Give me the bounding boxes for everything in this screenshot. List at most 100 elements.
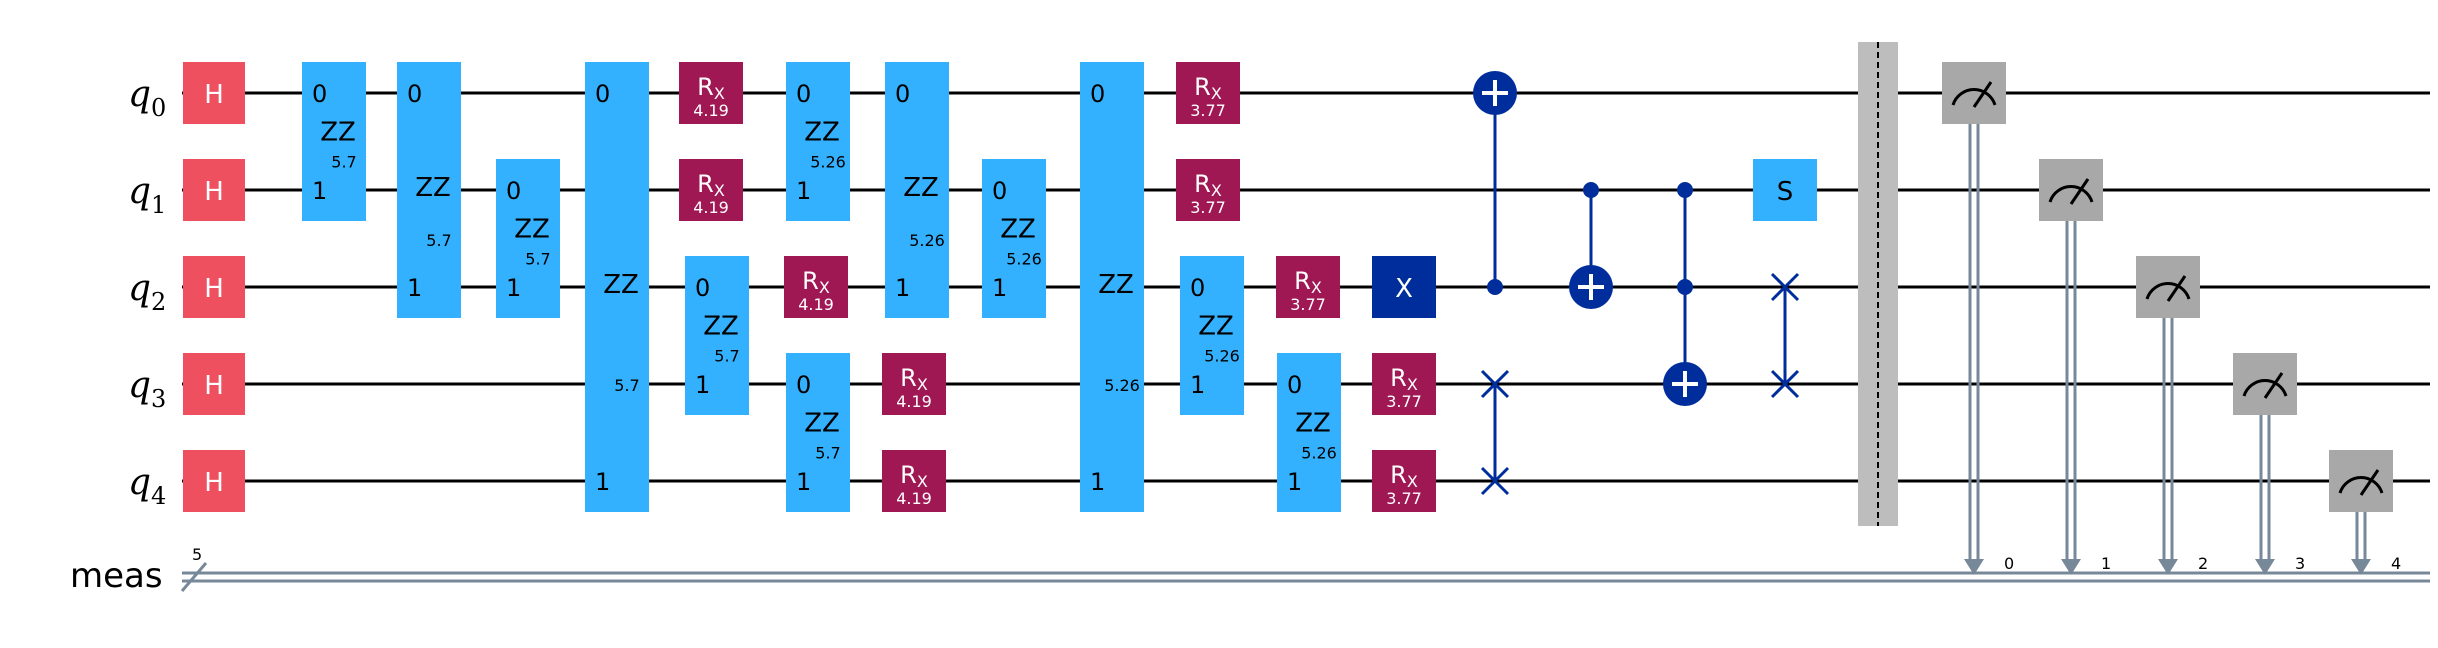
rx-gate-q4 [1372, 450, 1436, 512]
rzz-gate-label: ZZ [804, 118, 840, 148]
cnot-control-dot [1583, 182, 1599, 198]
rx-gate-label: RX [802, 267, 830, 297]
qubit-label-q4: q4 [128, 462, 166, 510]
meter-icon [2338, 476, 2384, 494]
rzz-pin-1-label: 1 [407, 274, 422, 302]
rx-param-label: 4.19 [896, 392, 932, 411]
rzz-gate-2 [496, 159, 560, 318]
rx-gate-label: RX [1390, 461, 1418, 491]
rzz-pin-0-label: 0 [695, 274, 710, 302]
hadamard-gate-label: H [204, 468, 224, 498]
toffoli-control-dot [1677, 279, 1693, 295]
rzz-param-label: 5.7 [714, 347, 739, 366]
rzz-gate-0 [302, 62, 366, 221]
classical-bit-label: 0 [2004, 554, 2014, 573]
rzz-param-label: 5.7 [614, 376, 639, 395]
register-labels: q0 q1 q2 q3 q4 meas 5 [70, 74, 202, 596]
classical-register-width: 5 [192, 545, 202, 564]
rzz-gate-9 [786, 353, 850, 512]
rzz-gate-6 [685, 256, 749, 415]
rzz-param-label: 5.26 [909, 231, 945, 250]
rzz-pin-1-label: 1 [1190, 371, 1205, 399]
qubit-label-q0: q0 [128, 74, 166, 122]
rzz-pin-0-label: 0 [407, 80, 422, 108]
meter-icon [2048, 185, 2094, 203]
rx-gate-q3 [1372, 353, 1436, 415]
rzz-gate-label: ZZ [703, 312, 739, 342]
hadamard-gate-q4 [183, 450, 245, 512]
rzz-pin-0-label: 0 [796, 371, 811, 399]
rx-gate-q0 [1176, 62, 1240, 124]
rzz-gate-label: ZZ [514, 215, 550, 245]
rzz-pin-0-label: 0 [992, 177, 1007, 205]
rx-param-label: 4.19 [896, 489, 932, 508]
swap-cross [1480, 369, 1510, 399]
meter-icon [1951, 88, 1997, 106]
rzz-param-label: 5.26 [810, 153, 846, 172]
rx-gate-label: RX [900, 364, 928, 394]
rx-gate-q0 [679, 62, 743, 124]
measure-gate-q2 [2136, 256, 2200, 318]
rzz-pin-1-label: 1 [1287, 468, 1302, 496]
hadamard-gate-label: H [204, 371, 224, 401]
classical-register-label: meas [70, 556, 163, 596]
rzz-gate-10 [885, 62, 949, 318]
rx-param-label: 3.77 [1190, 198, 1226, 217]
rzz-param-label: 5.7 [426, 231, 451, 250]
cnot-control-dot [1487, 279, 1503, 295]
rzz-pin-1-label: 1 [595, 468, 610, 496]
rzz-gate-19 [1277, 353, 1341, 512]
rx-gate-label: RX [1194, 170, 1222, 200]
rzz-param-label: 5.26 [1006, 250, 1042, 269]
measure-arrow [2351, 559, 2371, 575]
rzz-pin-1-label: 1 [796, 177, 811, 205]
swap-cross [1770, 272, 1800, 302]
rzz-gate-13 [982, 159, 1046, 318]
meter-icon [2242, 379, 2288, 397]
measure-gate-q3 [2233, 353, 2297, 415]
hadamard-gate-label: H [204, 177, 224, 207]
hadamard-gate-q2 [183, 256, 245, 318]
circuit-gates: 01ZZ5.701ZZ5.701ZZ5.701ZZ5.7RX4.19RX4.19… [183, 42, 2401, 575]
meter-needle [2166, 275, 2187, 302]
meter-needle [1972, 81, 1993, 108]
hadamard-gate-label: H [204, 80, 224, 110]
rzz-pin-1-label: 1 [695, 371, 710, 399]
rx-gate-q3 [882, 353, 946, 415]
classical-bit-label: 4 [2391, 554, 2401, 573]
rx-gate-q4 [882, 450, 946, 512]
classical-bit-label: 2 [2198, 554, 2208, 573]
hadamard-gate-q3 [183, 353, 245, 415]
rx-gate-label: RX [900, 461, 928, 491]
rzz-pin-0-label: 0 [1190, 274, 1205, 302]
rx-param-label: 3.77 [1386, 392, 1422, 411]
rzz-gate-label: ZZ [1098, 270, 1134, 300]
rx-param-label: 4.19 [693, 101, 729, 120]
rzz-pin-0-label: 0 [796, 80, 811, 108]
rzz-param-label: 5.26 [1301, 444, 1337, 463]
rzz-pin-0-label: 0 [595, 80, 610, 108]
classical-bundle-slash [180, 562, 208, 592]
rzz-pin-0-label: 0 [312, 80, 327, 108]
rzz-gate-label: ZZ [903, 173, 939, 203]
swap-cross [1770, 369, 1800, 399]
measure-gate-q0 [1942, 62, 2006, 124]
rx-gate-q1 [679, 159, 743, 221]
s-gate-label: S [1777, 177, 1794, 207]
rx-param-label: 3.77 [1386, 489, 1422, 508]
rzz-gate-label: ZZ [1000, 215, 1036, 245]
rzz-gate-label: ZZ [603, 270, 639, 300]
measure-arrow [2158, 559, 2178, 575]
rzz-param-label: 5.26 [1204, 347, 1240, 366]
rzz-gate-label: ZZ [415, 173, 451, 203]
rzz-pin-0-label: 0 [1287, 371, 1302, 399]
hadamard-gate-label: H [204, 274, 224, 304]
x-gate-q2 [1372, 256, 1436, 318]
measure-arrow [1964, 559, 1984, 575]
rx-gate-label: RX [1194, 73, 1222, 103]
meter-needle [2069, 178, 2090, 205]
measure-arrow [2255, 559, 2275, 575]
rx-param-label: 4.19 [693, 198, 729, 217]
rzz-gate-1 [397, 62, 461, 318]
